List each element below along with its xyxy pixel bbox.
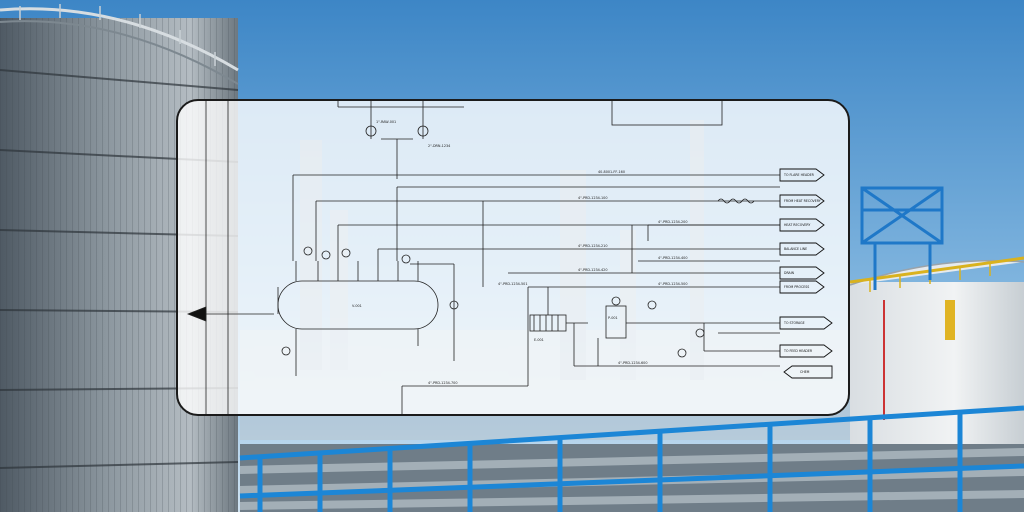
offpage-label-7: TO STORAGE bbox=[783, 321, 805, 325]
tag-pump: P-001 bbox=[608, 316, 618, 320]
tag-line-main-1: 4"-PRD-1234-100 bbox=[578, 196, 608, 200]
tag-line-main-3: 4"-PRD-1234-210 bbox=[578, 244, 608, 248]
tag-line-ex: 4"-PRD-1234-420 bbox=[578, 268, 608, 272]
tag-line-heat: 4"-PRD-1234-400 bbox=[658, 256, 688, 260]
tag-top-line-2: 2"-DRN-1234 bbox=[428, 144, 450, 148]
tag-line-bottom2: 4"-PRD-1234-700 bbox=[428, 381, 458, 385]
tag-exchanger: E-001 bbox=[534, 338, 544, 342]
offpage-label-4: BALANCE LINE bbox=[784, 247, 807, 251]
tag-top-line-1: 1"-RAW-001 bbox=[376, 120, 396, 124]
tag-line-main-2: 4"-PRD-1234-200 bbox=[658, 220, 688, 224]
offpage-label-1: TO FLARE HEADER bbox=[783, 173, 815, 177]
offpage-label-8: TO FEED HEADER bbox=[783, 349, 813, 353]
offpage-label-3: HEAT RECOVERY bbox=[784, 223, 810, 227]
pid-diagram: 1"-RAW-001 2"-DRN-1234 40-8001-FF-160 4"… bbox=[186, 101, 833, 414]
offpage-label-5: DRAIN bbox=[784, 271, 795, 275]
tag-line-bottom: 4"-PRD-1234-600 bbox=[618, 361, 648, 365]
tag-flare-line: 40-8001-FF-160 bbox=[598, 170, 625, 174]
pid-diagram-panel: 1"-RAW-001 2"-DRN-1234 40-8001-FF-160 4"… bbox=[176, 99, 850, 416]
tag-line-pump: 4"-PRD-1234-500 bbox=[658, 282, 688, 286]
tag-line-return: 4"-PRD-1234-501 bbox=[498, 282, 528, 286]
offpage-label-6: FROM PROCESS bbox=[784, 285, 809, 289]
offpage-label-2: FROM HEAT RECOVERY bbox=[784, 199, 821, 203]
offpage-label-9: CHEM bbox=[800, 370, 810, 374]
tag-vessel: V-001 bbox=[352, 304, 362, 308]
